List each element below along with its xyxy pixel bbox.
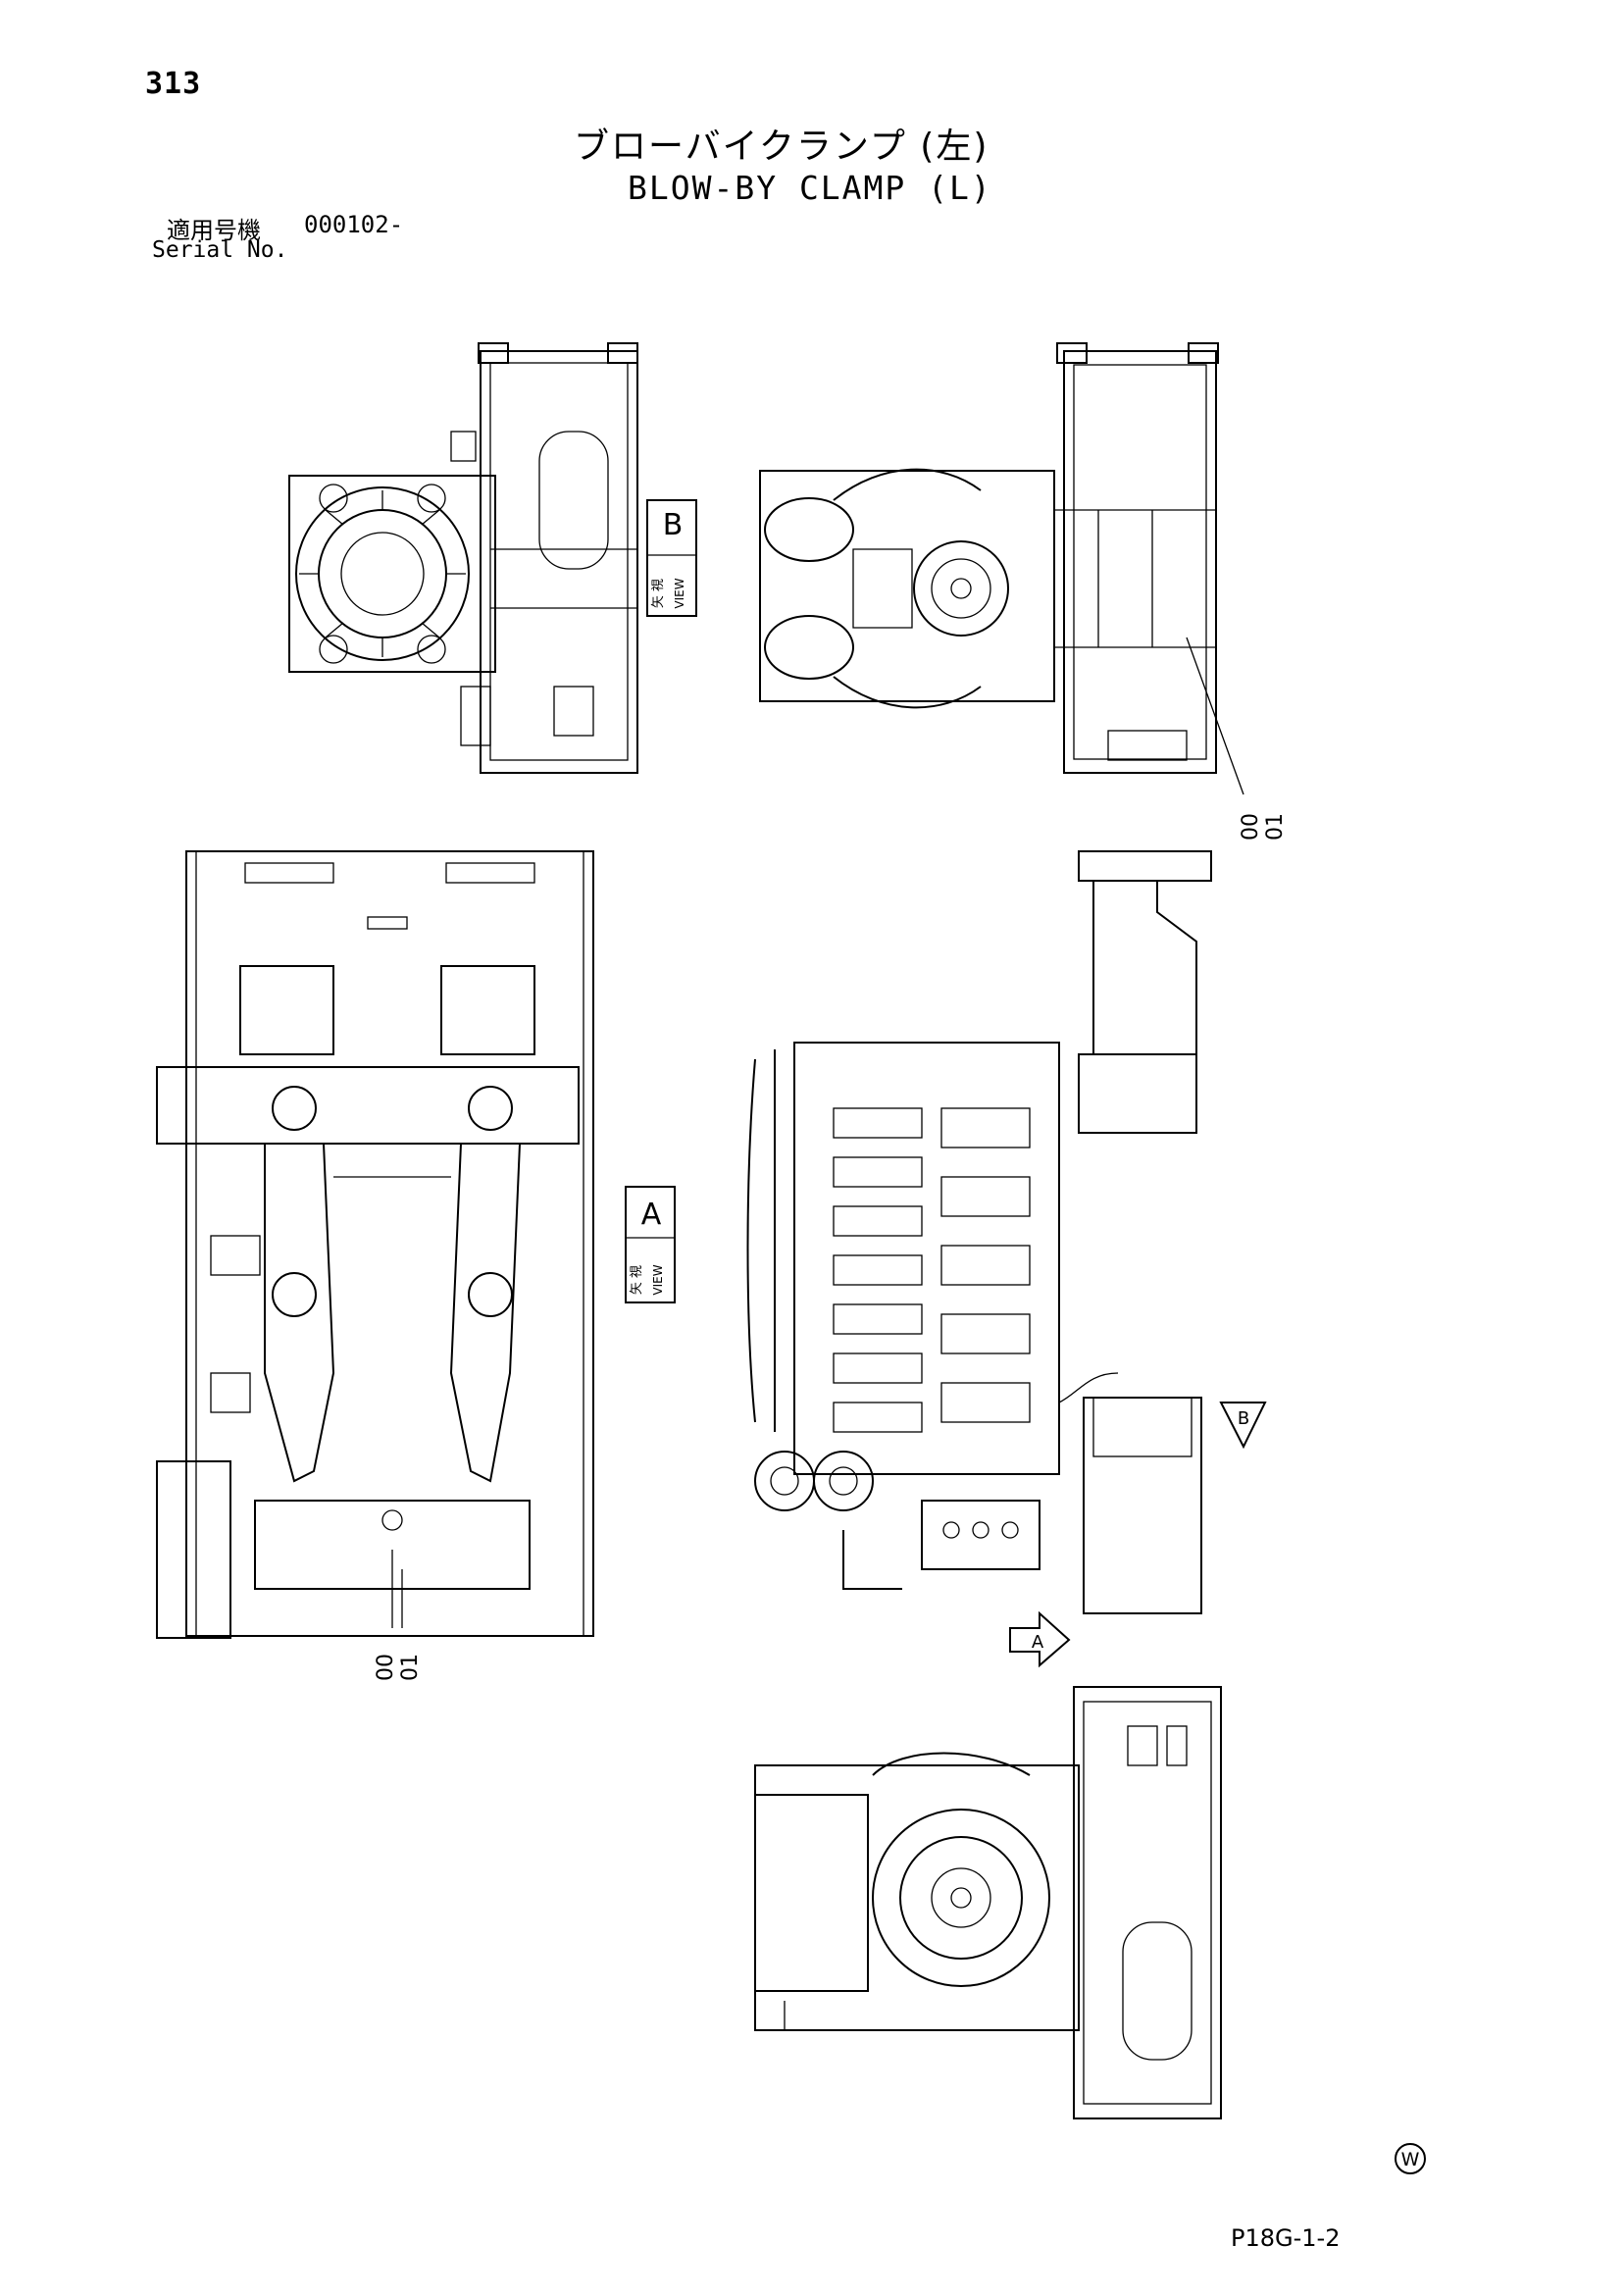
serial-number-value: 000102- bbox=[304, 211, 404, 238]
view-b-label: B 矢 視 VIEW bbox=[646, 499, 697, 617]
view-a-label: A 矢 視 VIEW bbox=[625, 1186, 676, 1303]
serial-label-japanese: 適用号機 bbox=[167, 217, 261, 244]
view-a-arrow: A bbox=[1009, 1610, 1071, 1668]
drawing-bottom-view bbox=[754, 1686, 1222, 2119]
corner-mark-letter: W bbox=[1401, 2149, 1420, 2170]
title-english: BLOW-BY CLAMP (L) bbox=[628, 169, 992, 207]
page-footer-code: P18G-1-2 bbox=[1231, 2224, 1341, 2252]
view-b-arrow: B bbox=[1219, 1402, 1267, 1450]
page-number: 313 bbox=[145, 67, 202, 101]
serial-label-english: Serial No. bbox=[152, 237, 288, 263]
view-b-kanji: 矢 視 bbox=[651, 579, 666, 608]
callout-left: 00 01 bbox=[374, 1654, 423, 1681]
view-a-kanji: 矢 視 bbox=[630, 1265, 644, 1295]
drawing-middle-left-view bbox=[156, 850, 594, 1639]
drawing-top-left-view bbox=[288, 342, 638, 774]
callout-top-right-line2: 01 bbox=[1263, 813, 1288, 841]
drawing-middle-right-view bbox=[746, 850, 1212, 1614]
callout-top-right: 00 01 bbox=[1239, 813, 1288, 841]
view-b-letter: B bbox=[663, 508, 684, 542]
view-a-letter: A bbox=[641, 1198, 662, 1232]
view-b-arrow-letter: B bbox=[1238, 1408, 1249, 1429]
view-a-word: VIEW bbox=[651, 1264, 665, 1295]
view-a-arrow-letter: A bbox=[1032, 1632, 1044, 1653]
callout-top-right-line1: 00 bbox=[1239, 813, 1263, 841]
callout-left-line1: 00 bbox=[374, 1654, 398, 1681]
callout-left-line2: 01 bbox=[398, 1654, 423, 1681]
drawing-top-right-view bbox=[759, 342, 1244, 795]
title-japanese: ブローバイクランプ (左) bbox=[574, 127, 990, 167]
view-b-word: VIEW bbox=[673, 578, 686, 608]
corner-w-mark: W bbox=[1395, 2143, 1426, 2174]
